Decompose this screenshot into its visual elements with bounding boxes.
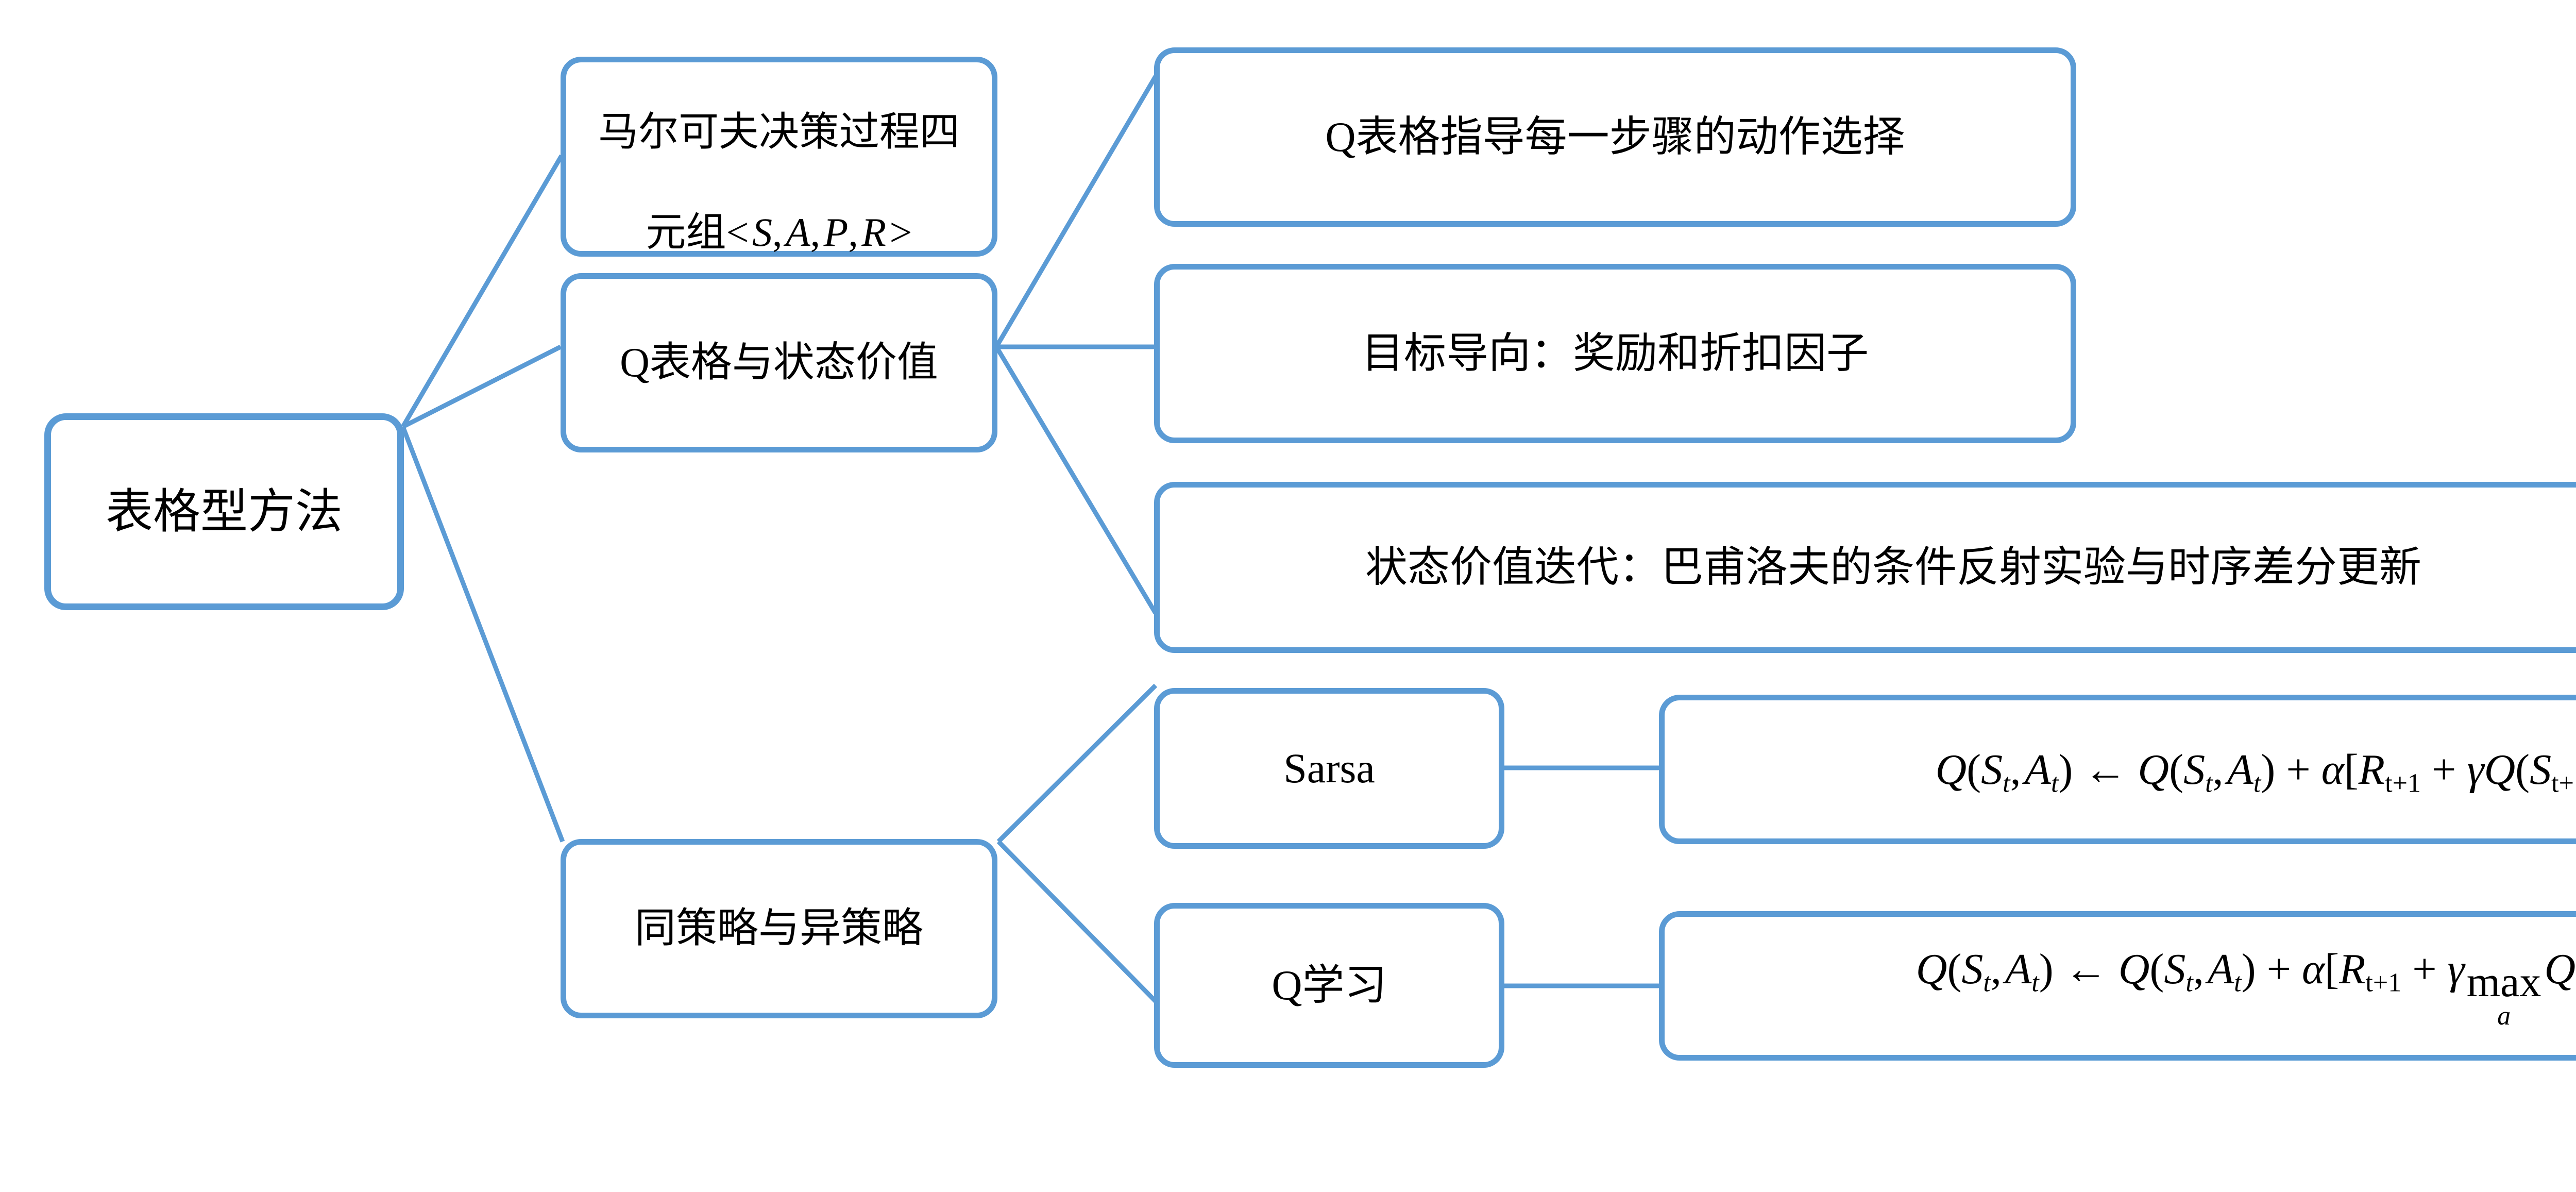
node-mdp-label: 马尔可夫决策过程四 元组< S, A, P, R > bbox=[591, 56, 967, 257]
node-q-guides[interactable]: Q表格指导每一步骤的动作选择 bbox=[1154, 47, 2076, 227]
node-qlearning[interactable]: Q学习 bbox=[1154, 903, 1504, 1068]
connector-qtable-to-q-guides bbox=[994, 75, 1158, 348]
node-goal-oriented-label: 目标导向：奖励和折扣因子 bbox=[1361, 329, 1869, 377]
node-sarsa[interactable]: Sarsa bbox=[1154, 688, 1504, 849]
node-qlearning-formula[interactable]: Q(St, At) ← Q(St, At) + α[Rt+1 + γmaxaQ(… bbox=[1659, 911, 2576, 1061]
connector-qtable-to-value-iteration bbox=[994, 345, 1158, 615]
sarsa-formula-expression: Q(St, At) ← Q(St, At) + α[Rt+1 + γQ(St+1… bbox=[1935, 745, 2576, 798]
node-qtable-label: Q表格与状态价值 bbox=[620, 340, 938, 385]
mdp-line1: 马尔可夫决策过程四 bbox=[598, 109, 960, 154]
connector-root-to-mdp bbox=[401, 154, 564, 428]
node-value-iteration-label: 状态价值迭代：巴甫洛夫的条件反射实验与时序差分更新 bbox=[1365, 543, 2421, 591]
node-q-guides-label: Q表格指导每一步骤的动作选择 bbox=[1325, 113, 1905, 160]
node-value-iteration[interactable]: 状态价值迭代：巴甫洛夫的条件反射实验与时序差分更新 bbox=[1154, 482, 2576, 653]
node-sarsa-formula[interactable]: Q(St, At) ← Q(St, At) + α[Rt+1 + γQ(St+1… bbox=[1659, 695, 2576, 844]
connector-policy-to-sarsa bbox=[996, 683, 1158, 844]
mdp-line2: 元组< S, A, P, R > bbox=[646, 209, 912, 255]
node-mdp[interactable]: 马尔可夫决策过程四 元组< S, A, P, R > bbox=[561, 57, 997, 257]
connector-policy-to-qlearning bbox=[996, 840, 1158, 1003]
node-sarsa-label: Sarsa bbox=[1283, 744, 1375, 792]
node-root-label: 表格型方法 bbox=[105, 485, 343, 538]
node-goal-oriented[interactable]: 目标导向：奖励和折扣因子 bbox=[1154, 264, 2076, 443]
qlearning-formula-expression: Q(St, At) ← Q(St, At) + α[Rt+1 + γmaxaQ(… bbox=[1916, 945, 2576, 1031]
node-qlearning-label: Q学习 bbox=[1272, 961, 1387, 1009]
node-policy-label: 同策略与异策略 bbox=[635, 906, 923, 951]
connector-root-to-qtable bbox=[401, 344, 562, 429]
node-policy[interactable]: 同策略与异策略 bbox=[561, 839, 997, 1018]
node-qtable[interactable]: Q表格与状态价值 bbox=[561, 273, 997, 452]
node-root[interactable]: 表格型方法 bbox=[44, 413, 404, 610]
connector-root-to-policy bbox=[400, 426, 565, 843]
